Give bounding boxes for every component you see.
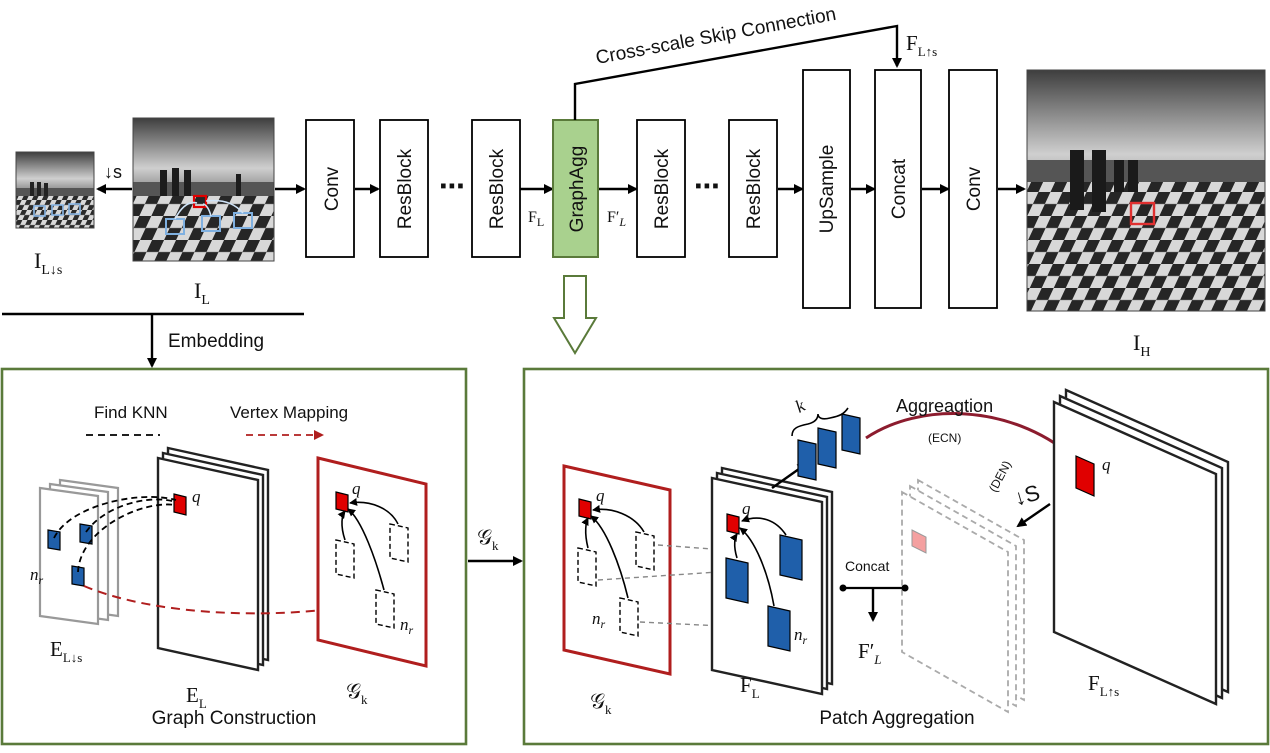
block-resblock-4: ResBlock <box>728 119 778 258</box>
stack-f-up <box>1052 388 1230 706</box>
downscale-label: ↓s <box>104 162 122 182</box>
skip-connection-arrow <box>573 24 902 120</box>
image-high <box>1026 69 1266 312</box>
aggregation-arrow <box>865 412 1074 458</box>
block-resblock-2: ResBlock <box>471 119 521 258</box>
label-e-low-down: EL↓s <box>50 637 82 665</box>
image-low <box>132 117 275 262</box>
block-concat: Concat <box>874 69 922 309</box>
block-conv-2: Conv <box>948 69 998 309</box>
label-nr-left: nr <box>30 565 44 587</box>
label-f-up-top: FL↑s <box>906 31 937 59</box>
label-flp-bottom: F′L <box>858 639 882 667</box>
label-fl-top: FL <box>528 209 544 229</box>
label-g-left: 𝒢k <box>346 679 368 707</box>
label-nr-fl: nr <box>794 625 808 647</box>
image-low-down <box>15 151 95 229</box>
block-conv-1: Conv <box>305 119 355 258</box>
svg-text:UpSample: UpSample <box>817 145 838 234</box>
label-g-right: 𝒢k <box>590 689 612 717</box>
label-e-low: EL <box>186 683 207 711</box>
title-graph-construction: Graph Construction <box>152 708 317 729</box>
label-den: (DEN) <box>986 458 1014 494</box>
frame-g-left <box>316 456 428 668</box>
label-nr-gright: nr <box>592 609 606 631</box>
panel-patch-aggregation <box>522 367 1270 746</box>
zoom-hollow-arrow <box>552 275 598 355</box>
svg-text:Conv: Conv <box>322 166 343 211</box>
label-aggregation: Aggreagtion <box>896 396 993 416</box>
label-nr-gleft: nr <box>400 615 414 637</box>
label-i-low: IL <box>194 278 210 308</box>
den-arrow <box>1016 503 1051 528</box>
svg-text:ResBlock: ResBlock <box>487 148 508 229</box>
block-resblock-1: ResBlock <box>379 119 429 258</box>
panel-graph-construction <box>0 367 468 746</box>
block-resblock-3: ResBlock <box>636 119 686 258</box>
svg-text:ResBlock: ResBlock <box>744 148 765 229</box>
svg-text:Conv: Conv <box>964 166 985 211</box>
stack-e-low <box>156 446 270 672</box>
svg-text:GraphAgg: GraphAgg <box>567 146 588 233</box>
label-q-gleft: q <box>352 479 361 498</box>
legend-find-knn: Find KNN <box>94 403 168 422</box>
embedding-label: Embedding <box>168 331 264 352</box>
k-brace <box>791 407 849 437</box>
frame-g-right <box>562 464 672 676</box>
svg-text:Concat: Concat <box>889 158 910 219</box>
label-i-high: IH <box>1133 330 1150 360</box>
svg-text:ResBlock: ResBlock <box>395 148 416 229</box>
label-concat: Concat <box>845 558 889 574</box>
label-g-link: 𝒢k <box>477 525 499 553</box>
stack-fl <box>710 466 834 696</box>
label-q-gright: q <box>596 486 605 505</box>
label-q-fup: q <box>1102 455 1111 474</box>
stack-faded <box>901 478 1025 714</box>
label-k: k <box>792 395 809 417</box>
svg-text:ResBlock: ResBlock <box>652 148 673 229</box>
label-i-low-down: IL↓s <box>34 248 62 278</box>
stack-e-low-down <box>38 478 120 626</box>
label-fl: FL <box>740 673 760 701</box>
legend-vertex-mapping: Vertex Mapping <box>230 403 348 422</box>
label-q-el: q <box>192 487 201 506</box>
label-flp-top: F′L <box>607 209 626 229</box>
ellipsis-2: ⋯ <box>694 171 720 201</box>
label-f-up: FL↑s <box>1088 671 1119 699</box>
label-q-fl: q <box>742 499 751 518</box>
ellipsis-1: ⋯ <box>439 171 465 201</box>
block-graphagg: GraphAgg <box>552 119 599 258</box>
label-ecn: (ECN) <box>928 431 961 445</box>
k-patches <box>797 413 861 481</box>
label-den-scale: ↓S <box>1011 480 1043 511</box>
title-patch-aggregation: Patch Aggregation <box>819 708 974 729</box>
block-upsample: UpSample <box>802 69 851 309</box>
